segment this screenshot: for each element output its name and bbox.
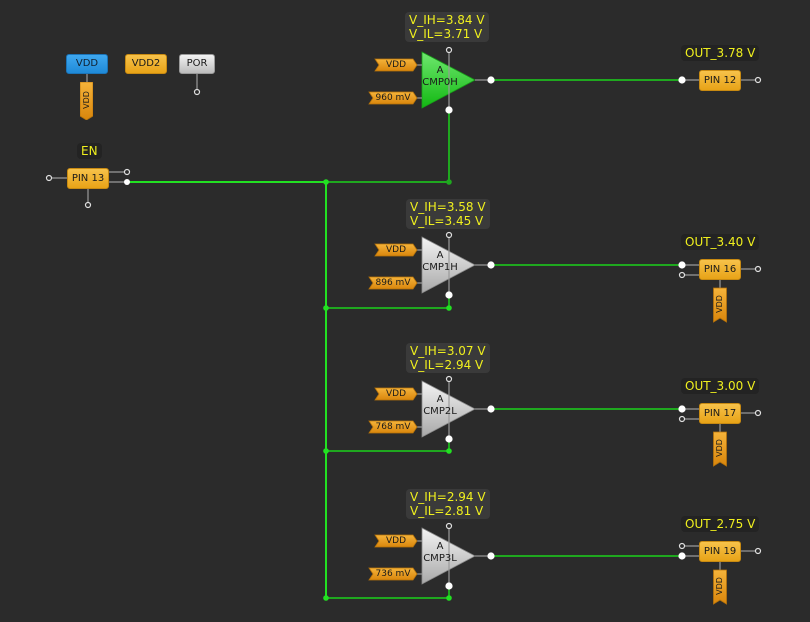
pin-input-port[interactable] <box>678 76 686 84</box>
reference-input-flag[interactable] <box>368 420 418 434</box>
vdd-input-flag[interactable] <box>374 243 418 257</box>
pin-input-port[interactable] <box>678 261 686 269</box>
vdd-input-flag[interactable] <box>374 58 418 72</box>
pin-aux-port[interactable] <box>678 271 686 279</box>
vdd-flag-label: VDD <box>82 91 91 109</box>
comparator-type: A <box>436 65 444 76</box>
pin-vdd-flag-text-wrap: VDD <box>713 432 726 466</box>
pin-output-port[interactable] <box>754 547 762 555</box>
pin-vdd-flag-text-wrap: VDD <box>713 570 726 604</box>
comparator-output-port[interactable] <box>487 76 495 84</box>
comparator-top-port[interactable] <box>445 46 453 54</box>
pin-input-port[interactable] <box>678 405 686 413</box>
output-voltage-label: OUT_3.78 V <box>681 45 760 61</box>
por-block[interactable]: POR <box>179 54 215 74</box>
comparator-name: CMP1H <box>422 262 458 273</box>
reference-input-flag[interactable] <box>368 276 418 290</box>
comparator-enable-port[interactable] <box>445 582 453 590</box>
pin-vdd-flag-label: VDD <box>715 295 724 313</box>
vdd-block[interactable]: VDD <box>66 54 108 74</box>
vdd-input-flag[interactable] <box>374 534 418 548</box>
vdd-input-label: VDD <box>385 244 407 255</box>
comparator-2[interactable] <box>368 378 757 467</box>
pin13-top-right-port[interactable] <box>123 168 131 176</box>
vdd-input-label: VDD <box>385 388 407 399</box>
comparator-top-port[interactable] <box>445 522 453 530</box>
reference-voltage-label: 896 mV <box>375 277 411 288</box>
pin-aux-port[interactable] <box>678 415 686 423</box>
output-voltage-label: OUT_3.40 V <box>681 234 760 250</box>
pin13-bottom-port[interactable] <box>84 201 92 209</box>
comparator-name: CMP0H <box>422 77 458 88</box>
vdd-flag[interactable] <box>80 82 93 120</box>
v-ih-value: V_IH=3.58 V <box>410 200 486 214</box>
comparator-enable-port[interactable] <box>445 435 453 443</box>
comparator-top-port[interactable] <box>445 231 453 239</box>
pin-output-port[interactable] <box>754 409 762 417</box>
comparator-0[interactable] <box>368 49 757 110</box>
v-il-value: V_IL=3.71 V <box>409 27 483 41</box>
comparator-type: A <box>436 541 444 552</box>
vdd-input-label: VDD <box>385 59 407 70</box>
pin-aux-port[interactable] <box>678 542 686 550</box>
comparator-enable-port[interactable] <box>445 106 453 114</box>
comparator-output-port[interactable] <box>487 261 495 269</box>
pin-vdd-flag-label: VDD <box>715 439 724 457</box>
comparator-1[interactable] <box>368 234 757 323</box>
reference-voltage-label: 960 mV <box>375 92 411 103</box>
pin-vdd-flag-label: VDD <box>715 577 724 595</box>
output-voltage-label: OUT_3.00 V <box>681 378 760 394</box>
reference-input-flag[interactable] <box>368 91 418 105</box>
comparator-type: A <box>436 394 444 405</box>
pin-vdd-flag[interactable] <box>713 287 727 323</box>
reference-voltage-label: 768 mV <box>375 421 411 432</box>
comparator-top-port[interactable] <box>445 375 453 383</box>
en-label: EN <box>77 143 102 159</box>
v-il-value: V_IL=2.94 V <box>410 358 484 372</box>
comparator-output-port[interactable] <box>487 552 495 560</box>
pin13-left-port[interactable] <box>45 174 53 182</box>
pin-input-port[interactable] <box>678 552 686 560</box>
comparator-3[interactable] <box>368 525 757 605</box>
output-pin-block[interactable]: PIN 12 <box>699 70 741 91</box>
comparator-output-port[interactable] <box>487 405 495 413</box>
pin-output-port[interactable] <box>754 265 762 273</box>
output-voltage-label: OUT_2.75 V <box>681 516 760 532</box>
v-ih-value: V_IH=3.84 V <box>409 13 485 27</box>
reference-voltage-label: 736 mV <box>375 568 411 579</box>
v-ih-value: V_IH=2.94 V <box>410 490 486 504</box>
vdd-flag-text-wrap: VDD <box>80 82 93 120</box>
output-pin-block[interactable]: PIN 16 <box>699 259 741 280</box>
en-net <box>124 110 452 601</box>
vdd2-block[interactable]: VDD2 <box>125 54 167 74</box>
comparator-name: CMP3L <box>423 553 457 564</box>
v-il-value: V_IL=3.45 V <box>410 214 484 228</box>
por-output-port[interactable] <box>193 88 201 96</box>
comparator-type: A <box>436 250 444 261</box>
reference-input-flag[interactable] <box>368 567 418 581</box>
v-ih-value: V_IH=3.07 V <box>410 344 486 358</box>
pin-vdd-flag[interactable] <box>713 431 727 467</box>
pin-vdd-flag-text-wrap: VDD <box>713 288 726 322</box>
vdd-input-flag[interactable] <box>374 387 418 401</box>
pin13-block[interactable]: PIN 13 <box>67 168 109 189</box>
comparator-enable-port[interactable] <box>445 291 453 299</box>
vdd-input-label: VDD <box>385 535 407 546</box>
output-pin-block[interactable]: PIN 19 <box>699 541 741 562</box>
v-il-value: V_IL=2.81 V <box>410 504 484 518</box>
output-pin-block[interactable]: PIN 17 <box>699 403 741 424</box>
pin-vdd-flag[interactable] <box>713 569 727 605</box>
pin-output-port[interactable] <box>754 76 762 84</box>
comparator-name: CMP2L <box>423 406 457 417</box>
